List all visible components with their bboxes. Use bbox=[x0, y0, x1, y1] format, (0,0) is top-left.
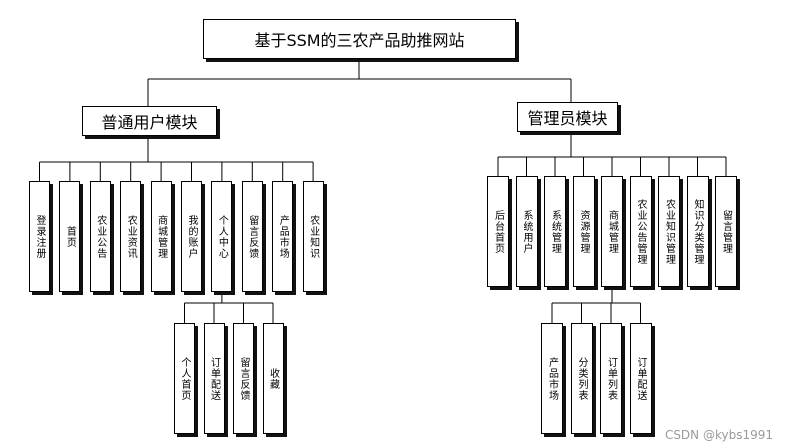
admin-child-node-4: 商城管理 bbox=[601, 176, 623, 287]
user-child-node-9: 农业知识 bbox=[302, 181, 324, 292]
user-child-node-6: 个人中心 bbox=[211, 181, 233, 292]
mall-node-0: 产品市场 bbox=[541, 323, 563, 434]
user-child-node-1: 首页 bbox=[59, 181, 81, 292]
personal-center-node-2: 留言反馈 bbox=[233, 323, 254, 434]
personal-center-node-0: 个人首页 bbox=[174, 323, 195, 434]
user-child-node-7: 留言反馈 bbox=[241, 181, 263, 292]
user-child-node-3: 农业资讯 bbox=[120, 181, 142, 292]
user-child-node-2: 农业公告 bbox=[89, 181, 111, 292]
user-child-node-8: 产品市场 bbox=[272, 181, 294, 292]
root-node: 基于SSM的三农产品助推网站 bbox=[203, 19, 516, 59]
user-child-node-4: 商城管理 bbox=[150, 181, 172, 292]
admin-child-node-5: 农业公告管理 bbox=[629, 176, 652, 287]
mall-node-3: 订单配送 bbox=[629, 323, 652, 434]
admin-module-node: 管理员模块 bbox=[517, 102, 618, 132]
user-child-node-0: 登录注册 bbox=[29, 181, 50, 292]
user-child-node-5: 我的账户 bbox=[181, 181, 202, 292]
watermark: CSDN @kybs1991 bbox=[664, 428, 773, 442]
admin-child-node-3: 资源管理 bbox=[572, 176, 595, 287]
admin-child-node-6: 农业知识管理 bbox=[658, 176, 680, 287]
personal-center-node-1: 订单配送 bbox=[203, 323, 225, 434]
mall-node-2: 订单列表 bbox=[600, 323, 622, 434]
admin-child-node-1: 系统用户 bbox=[515, 176, 538, 287]
mall-node-1: 分类列表 bbox=[570, 323, 593, 434]
admin-child-node-0: 后台首页 bbox=[487, 176, 509, 287]
user-module-node: 普通用户模块 bbox=[82, 106, 217, 136]
admin-child-node-7: 知识分类管理 bbox=[686, 176, 709, 287]
admin-child-node-8: 留言管理 bbox=[715, 176, 737, 287]
personal-center-node-3: 收藏 bbox=[262, 323, 284, 434]
admin-child-node-2: 系统管理 bbox=[544, 176, 566, 287]
